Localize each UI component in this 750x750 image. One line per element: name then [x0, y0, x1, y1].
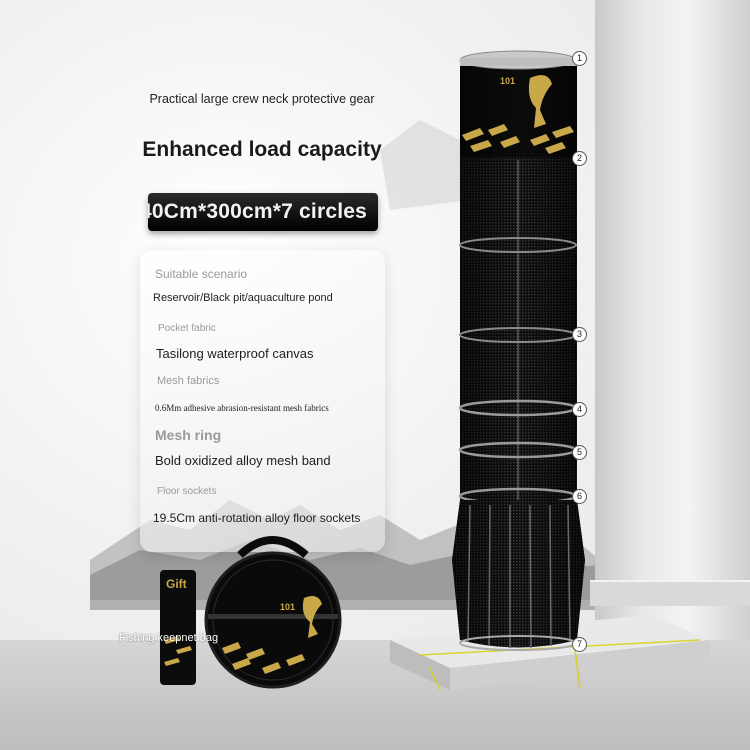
spec-label-scenario: Suitable scenario — [155, 267, 248, 281]
spec-card: Suitable scenario Reservoir/Black pit/aq… — [140, 250, 385, 552]
ring-number-7: 7 — [572, 637, 587, 652]
spec-label-mesh: Mesh fabrics — [157, 375, 220, 387]
spec-value-mesh: 0.6Mm adhesive abrasion-resistant mesh f… — [155, 403, 329, 413]
spec-label-ring: Mesh ring — [155, 427, 222, 443]
spec-value-pocket: Tasilong waterproof canvas — [156, 346, 314, 361]
spec-value-ring: Bold oxidized alloy mesh band — [155, 453, 331, 468]
spec-label-socket: Floor sockets — [157, 486, 217, 497]
spec-value-scenario: Reservoir/Black pit/aquaculture pond — [153, 292, 333, 304]
ring-number-4: 4 — [572, 402, 587, 417]
window-sill — [590, 580, 750, 606]
svg-text:101: 101 — [500, 76, 515, 86]
svg-text:101: 101 — [280, 602, 295, 612]
product-headline: Enhanced load capacity — [142, 138, 382, 161]
spec-value-socket: 19.5Cm anti-rotation alloy floor sockets — [153, 511, 361, 525]
gift-tag: Gift — [166, 577, 187, 591]
ring-number-3: 3 — [572, 327, 587, 342]
dimension-banner: 40Cm*300cm*7 circles — [148, 193, 378, 231]
product-subtitle: Practical large crew neck protective gea… — [149, 92, 375, 106]
dimension-text: 40Cm*300cm*7 circles — [148, 200, 368, 223]
ring-number-1: 1 — [572, 51, 587, 66]
ring-number-5: 5 — [572, 445, 587, 460]
spec-label-pocket: Pocket fabric — [158, 323, 216, 334]
ring-number-6: 6 — [572, 489, 587, 504]
ring-number-2: 2 — [572, 151, 587, 166]
gift-label: Fishing keepnet bag — [119, 632, 219, 644]
